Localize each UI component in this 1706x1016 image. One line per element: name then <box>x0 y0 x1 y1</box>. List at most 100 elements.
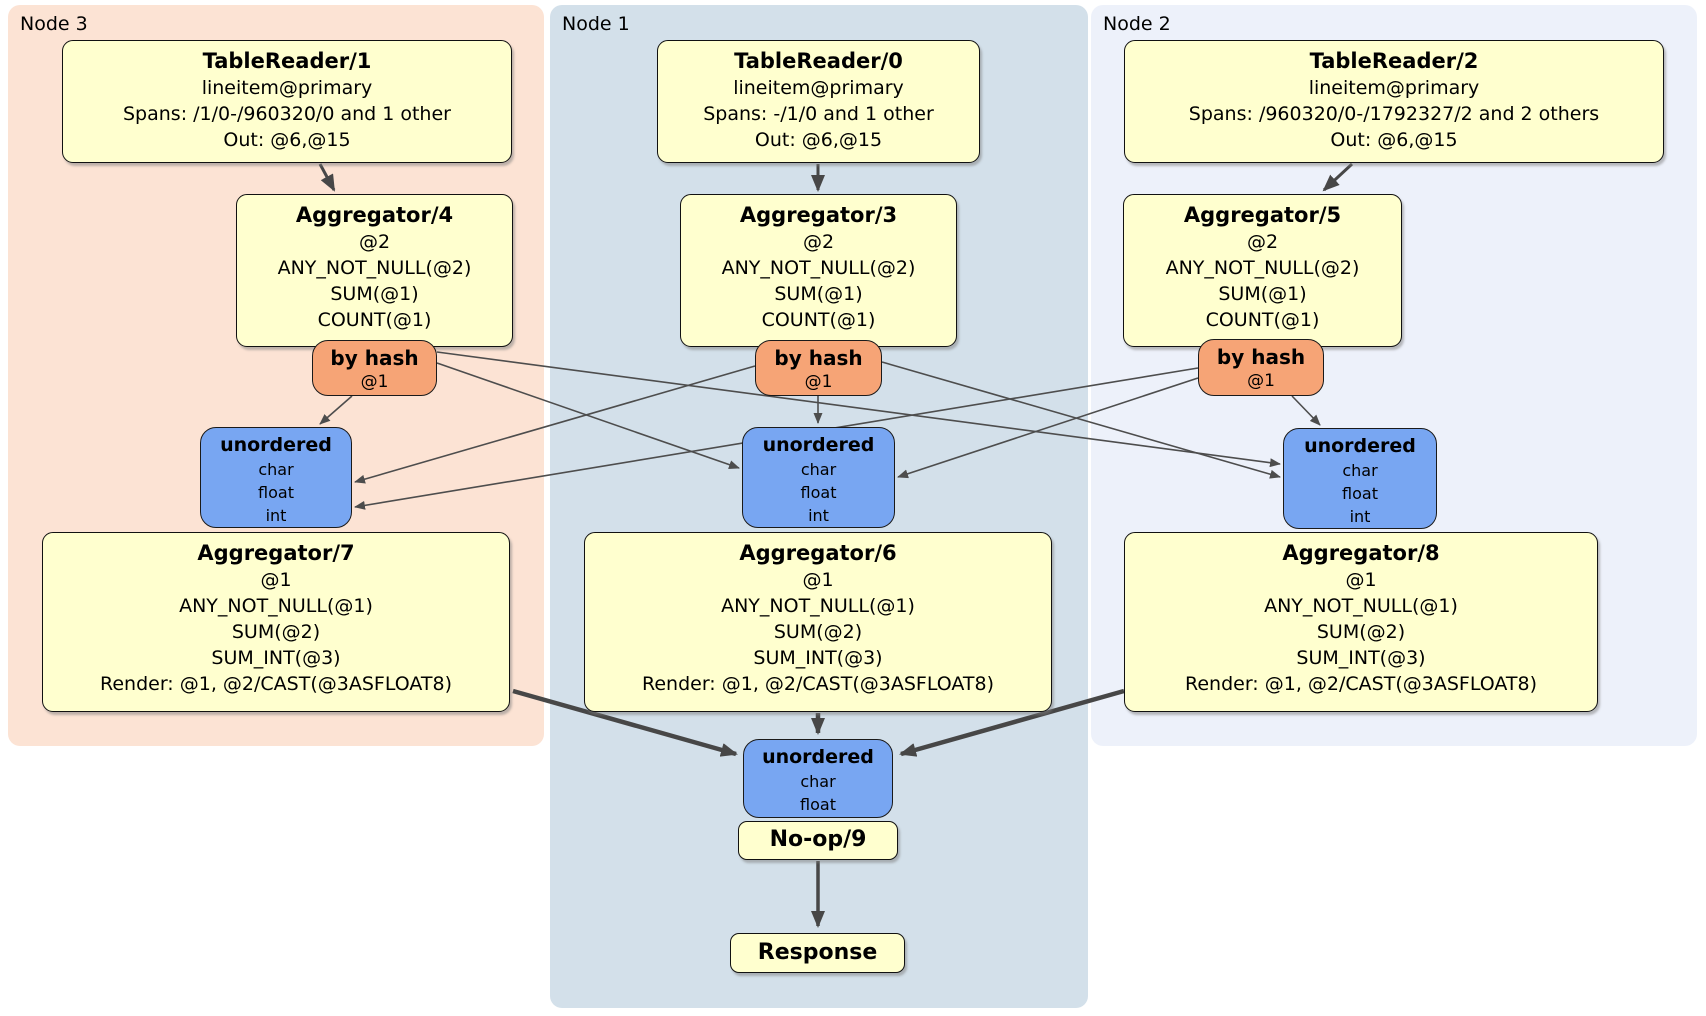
table-reader-0-spans: Spans: -/1/0 and 1 other <box>703 103 934 125</box>
node3-hash-router: by hash @1 <box>312 340 437 396</box>
table-reader-2-out: Out: @6,@15 <box>1330 129 1458 151</box>
aggregator-7-agg: SUM(@2) <box>231 621 321 643</box>
edge-router3-sync2 <box>436 351 1281 468</box>
noop-box: No-op/9 <box>738 821 898 860</box>
node2-hash-router-columns: @1 <box>1247 371 1275 391</box>
table-reader-1-spans: Spans: /1/0-/960320/0 and 1 other <box>123 103 451 125</box>
table-reader-1-box: TableReader/1 lineitem@primary Spans: /1… <box>62 40 512 163</box>
node2-hash-router-title: by hash <box>1216 345 1306 369</box>
node1-sync-col: float <box>800 483 837 502</box>
table-reader-0-out: Out: @6,@15 <box>754 129 883 151</box>
output-sync-col: char <box>800 772 836 791</box>
node1-hash-router-title: by hash <box>774 346 863 370</box>
edge-router1-sync2 <box>881 361 1281 479</box>
node1-hash-router: by hash @1 <box>755 340 882 396</box>
response-box: Response <box>730 933 905 973</box>
aggregator-3-agg: SUM(@1) <box>774 283 863 305</box>
node3-hash-router-title: by hash <box>330 346 419 370</box>
edge-router3-sync1 <box>436 362 740 469</box>
aggregator-6-agg: ANY_NOT_NULL(@1) <box>721 595 915 617</box>
edge-tr1-agg4 <box>318 163 336 192</box>
edge-agg8-outsync <box>899 688 1125 757</box>
aggregator-8-group: @1 <box>1345 569 1377 591</box>
aggregator-4-agg: ANY_NOT_NULL(@2) <box>277 257 472 279</box>
aggregator-3-agg: ANY_NOT_NULL(@2) <box>721 257 916 279</box>
node1-sync-col: int <box>808 506 829 525</box>
aggregator-6-box: Aggregator/6 @1 ANY_NOT_NULL(@1) SUM(@2)… <box>584 532 1052 712</box>
table-reader-0-table: lineitem@primary <box>733 77 904 99</box>
node2-hash-router: by hash @1 <box>1198 339 1324 396</box>
node2-sync-col: int <box>1349 507 1371 526</box>
aggregator-8-render: Render: @1, @2/CAST(@3ASFLOAT8) <box>1185 673 1537 695</box>
node2-unordered-sync: unordered char float int <box>1283 428 1437 529</box>
node2-sync-title: unordered <box>1304 435 1416 457</box>
aggregator-4-agg: SUM(@1) <box>330 283 419 305</box>
table-reader-0-title: TableReader/0 <box>734 49 903 73</box>
aggregator-7-agg: SUM_INT(@3) <box>211 647 341 669</box>
aggregator-6-title: Aggregator/6 <box>739 541 897 565</box>
table-reader-2-table: lineitem@primary <box>1308 77 1480 99</box>
aggregator-3-agg: COUNT(@1) <box>761 309 876 331</box>
aggregator-4-group: @2 <box>358 231 391 253</box>
aggregator-3-title: Aggregator/3 <box>739 203 898 227</box>
noop-title: No-op/9 <box>769 827 867 852</box>
node3-sync-title: unordered <box>220 434 332 456</box>
node2-sync-col: float <box>1342 484 1378 503</box>
aggregator-7-title: Aggregator/7 <box>197 541 355 565</box>
aggregator-6-agg: SUM_INT(@3) <box>753 647 883 669</box>
aggregator-7-group: @1 <box>260 569 292 591</box>
aggregator-4-agg: COUNT(@1) <box>317 309 432 331</box>
node1-hash-router-columns: @1 <box>804 372 833 392</box>
aggregator-4-title: Aggregator/4 <box>295 203 454 227</box>
table-reader-2-spans: Spans: /960320/0-/1792327/2 and 2 others <box>1188 103 1600 125</box>
aggregator-8-title: Aggregator/8 <box>1282 541 1440 565</box>
aggregator-5-box: Aggregator/5 @2 ANY_NOT_NULL(@2) SUM(@1)… <box>1123 194 1402 347</box>
aggregator-4-box: Aggregator/4 @2 ANY_NOT_NULL(@2) SUM(@1)… <box>236 194 513 347</box>
edge-tr2-agg5 <box>1322 162 1354 192</box>
aggregator-6-group: @1 <box>802 569 834 591</box>
aggregator-8-box: Aggregator/8 @1 ANY_NOT_NULL(@1) SUM(@2)… <box>1124 532 1598 712</box>
table-reader-0-box: TableReader/0 lineitem@primary Spans: -/… <box>657 40 980 163</box>
aggregator-6-render: Render: @1, @2/CAST(@3ASFLOAT8) <box>642 673 994 695</box>
table-reader-1-title: TableReader/1 <box>202 49 372 73</box>
aggregator-8-agg: ANY_NOT_NULL(@1) <box>1264 595 1458 617</box>
aggregator-3-group: @2 <box>802 231 835 253</box>
table-reader-2-box: TableReader/2 lineitem@primary Spans: /9… <box>1124 40 1664 163</box>
edge-router2-sync2 <box>1291 395 1321 426</box>
aggregator-6-agg: SUM(@2) <box>773 621 863 643</box>
edge-router2-sync1 <box>897 377 1199 479</box>
output-sync-col: float <box>800 795 836 814</box>
aggregator-7-agg: ANY_NOT_NULL(@1) <box>179 595 373 617</box>
table-reader-2-title: TableReader/2 <box>1309 49 1479 73</box>
node3-label: Node 3 <box>20 13 88 35</box>
node1-label: Node 1 <box>562 13 630 35</box>
output-unordered-sync: unordered char float <box>743 739 893 818</box>
table-reader-1-table: lineitem@primary <box>201 77 373 99</box>
node3-sync-col: char <box>258 460 294 479</box>
node2-sync-col: char <box>1342 461 1378 480</box>
node1-unordered-sync: unordered char float int <box>742 427 895 528</box>
aggregator-3-box: Aggregator/3 @2 ANY_NOT_NULL(@2) SUM(@1)… <box>680 194 957 347</box>
aggregator-5-group: @2 <box>1246 231 1279 253</box>
aggregator-5-agg: COUNT(@1) <box>1205 309 1320 331</box>
aggregator-5-title: Aggregator/5 <box>1183 203 1342 227</box>
edge-agg7-outsync <box>512 688 738 757</box>
node1-sync-col: char <box>800 460 837 479</box>
node3-unordered-sync: unordered char float int <box>200 427 352 528</box>
edge-router3-sync3 <box>319 395 353 425</box>
response-title: Response <box>757 940 878 965</box>
node3-sync-col: int <box>265 506 287 525</box>
node3-hash-router-columns: @1 <box>360 372 389 392</box>
node3-sync-col: float <box>258 483 294 502</box>
node1-sync-title: unordered <box>762 434 875 456</box>
edge-router1-sync3 <box>354 365 756 484</box>
aggregator-7-box: Aggregator/7 @1 ANY_NOT_NULL(@1) SUM(@2)… <box>42 532 510 712</box>
aggregator-8-agg: SUM_INT(@3) <box>1296 647 1426 669</box>
aggregator-7-render: Render: @1, @2/CAST(@3ASFLOAT8) <box>100 673 452 695</box>
aggregator-8-agg: SUM(@2) <box>1316 621 1406 643</box>
aggregator-5-agg: ANY_NOT_NULL(@2) <box>1165 257 1360 279</box>
node2-label: Node 2 <box>1103 13 1171 35</box>
table-reader-1-out: Out: @6,@15 <box>223 129 351 151</box>
aggregator-5-agg: SUM(@1) <box>1218 283 1307 305</box>
